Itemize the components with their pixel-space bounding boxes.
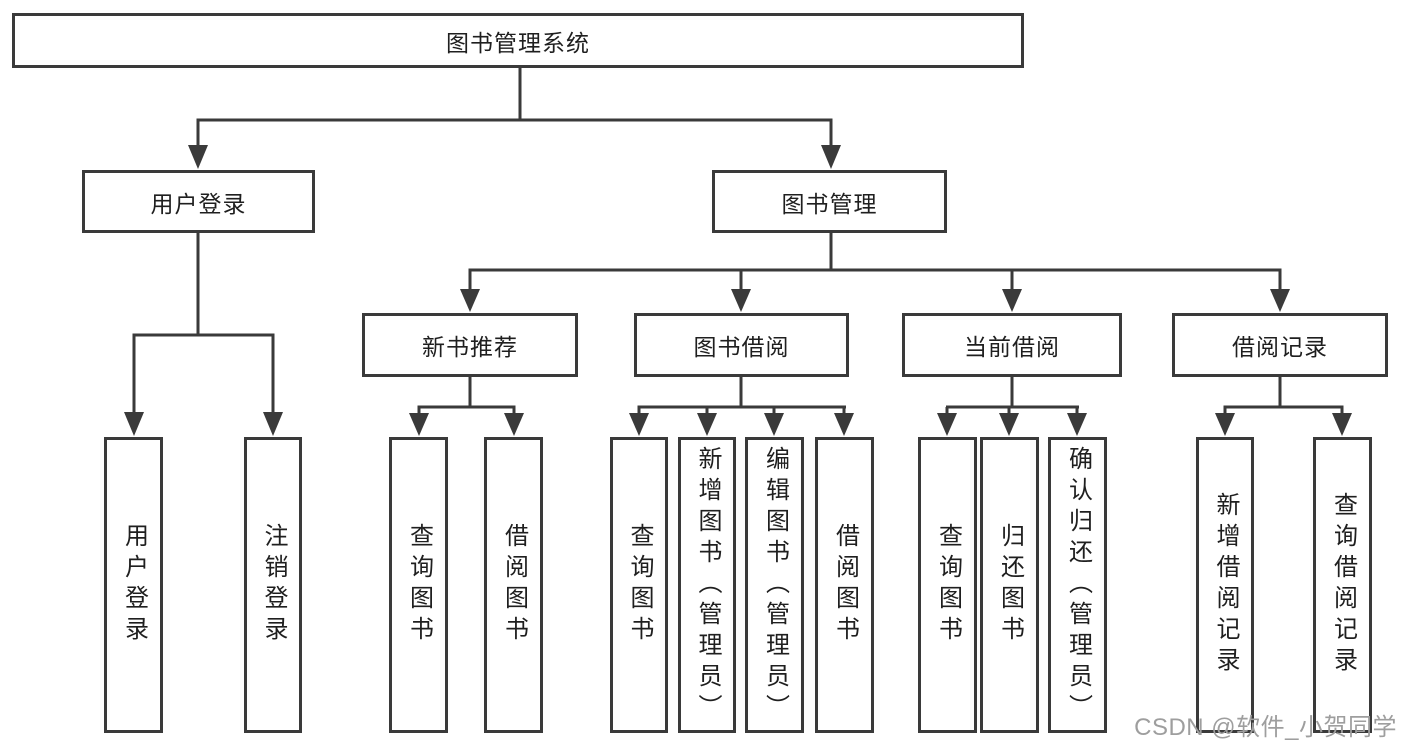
leaf-query-books-borrow: 查询图书 [610,437,668,733]
leaf-borrow-books-2: 借阅图书 [815,437,874,733]
leaf-user-login-label: 用户登录 [120,523,148,647]
connector-new-book-branch [409,377,524,436]
connector-book-management-branch [460,233,1290,312]
csdn-watermark: CSDN @软件_小贺同学 [1134,714,1397,741]
node-book-borrowing-label: 图书借阅 [693,334,790,360]
leaf-query-books-recommend-label: 查询图书 [405,523,433,647]
leaf-add-borrow-record: 新增借阅记录 [1196,437,1254,733]
leaf-add-borrow-record-label: 新增借阅记录 [1212,492,1239,678]
leaf-logout-label: 注销登录 [260,523,287,647]
node-user-login-label: 用户登录 [150,190,247,217]
leaf-borrow-books-recommend: 借阅图书 [484,437,543,733]
connector-current-borrow-branch [937,377,1087,436]
leaf-add-book-admin: 新增图书（管理员） [678,437,736,733]
connector-root-to-level2 [188,68,841,169]
leaf-logout: 注销登录 [244,437,302,733]
leaf-query-borrow-record-label: 查询借阅记录 [1329,492,1357,678]
leaf-confirm-return-admin: 确认归还（管理员） [1048,437,1107,733]
leaf-edit-book-admin-label: 编辑图书（管理员） [761,445,789,725]
node-current-borrowing: 当前借阅 [902,313,1122,377]
node-new-book-recommend: 新书推荐 [362,313,578,377]
leaf-query-borrow-record: 查询借阅记录 [1313,437,1372,733]
node-new-book-recommend-label: 新书推荐 [422,334,518,360]
leaf-query-books-borrow-label: 查询图书 [626,523,653,647]
connector-user-login-branch [124,233,283,436]
node-library-system-label: 图书管理系统 [446,29,590,56]
node-borrowing-records-label: 借阅记录 [1232,334,1328,360]
leaf-user-login: 用户登录 [104,437,163,733]
leaf-confirm-return-admin-label: 确认归还（管理员） [1064,445,1092,725]
leaf-query-books-current-label: 查询图书 [934,523,962,647]
leaf-query-books-current: 查询图书 [918,437,977,733]
node-current-borrowing-label: 当前借阅 [964,334,1060,360]
leaf-return-book: 归还图书 [980,437,1039,733]
leaf-borrow-books-2-label: 借阅图书 [831,523,859,647]
node-book-borrowing: 图书借阅 [634,313,849,377]
connector-borrow-record-branch [1215,377,1352,436]
node-user-login: 用户登录 [82,170,315,233]
connector-book-borrow-branch [629,377,854,436]
leaf-borrow-books-recommend-label: 借阅图书 [500,523,528,647]
node-book-management-label: 图书管理 [781,190,878,217]
node-borrowing-records: 借阅记录 [1172,313,1388,377]
leaf-return-book-label: 归还图书 [996,523,1024,647]
leaf-query-books-recommend: 查询图书 [389,437,448,733]
node-book-management: 图书管理 [712,170,947,233]
leaf-add-book-admin-label: 新增图书（管理员） [694,445,721,725]
node-library-system: 图书管理系统 [12,13,1024,68]
leaf-edit-book-admin: 编辑图书（管理员） [745,437,804,733]
